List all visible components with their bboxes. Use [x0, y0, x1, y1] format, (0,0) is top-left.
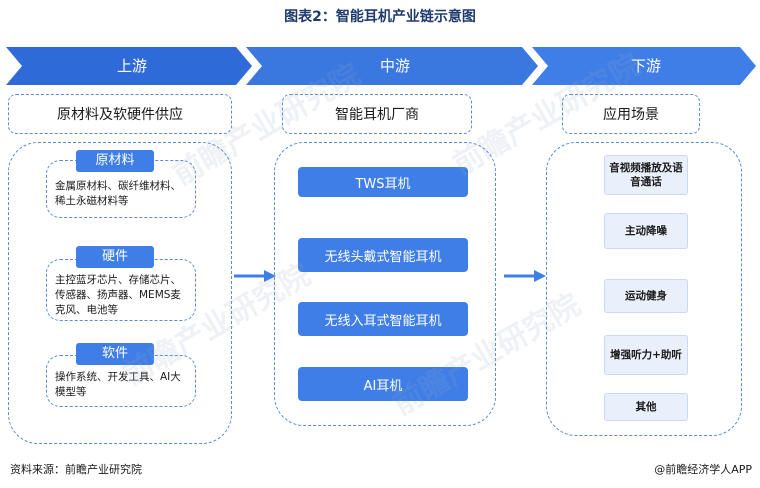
upstream-heading: 原材料及软硬件供应 — [8, 94, 232, 134]
source-note: 资料来源：前瞻产业研究院 — [10, 463, 142, 476]
midstream-item-in-ear: 无线入耳式智能耳机 — [298, 302, 468, 336]
midstream-item-ai: AI耳机 — [298, 367, 468, 401]
upstream-item-hardware: 主控蓝牙芯片、存储芯片、传感器、扬声器、MEMS麦克风、电池等 — [46, 259, 196, 321]
downstream-item-anc: 主动降噪 — [604, 213, 688, 249]
upstream-item-text: 操作系统、开发工具、AI大模型等 — [55, 371, 181, 398]
flow-arrow-icon — [234, 270, 276, 282]
upstream-item-text: 金属原材料、碳纤维材料、稀土永磁材料等 — [55, 180, 181, 207]
downstream-panel — [546, 142, 742, 436]
stage-arrow-upstream — [6, 47, 252, 85]
downstream-item-hearing: 增强听力+助听 — [604, 335, 688, 375]
downstream-item-audio-call: 音视频播放及语音通话 — [604, 155, 688, 195]
brand-label: @前瞻经济学人APP — [654, 463, 752, 476]
upstream-item-text: 主控蓝牙芯片、存储芯片、传感器、扬声器、MEMS麦克风、电池等 — [55, 273, 181, 316]
midstream-heading: 智能耳机厂商 — [282, 94, 472, 134]
downstream-item-other: 其他 — [604, 393, 688, 421]
upstream-tag-raw-materials: 原材料 — [76, 150, 154, 172]
midstream-item-tws: TWS耳机 — [298, 167, 468, 197]
stage-arrow-midstream — [246, 47, 538, 85]
stage-label-midstream: 中游 — [379, 57, 410, 75]
upstream-panel — [8, 142, 232, 444]
upstream-item-raw-materials: 金属原材料、碳纤维材料、稀土永磁材料等 — [46, 160, 196, 218]
stage-arrow-downstream — [532, 47, 756, 85]
flow-arrow-icon — [504, 270, 546, 282]
upstream-tag-software: 软件 — [76, 343, 154, 365]
midstream-panel — [274, 142, 496, 426]
midstream-item-headphone: 无线头戴式智能耳机 — [298, 238, 468, 272]
downstream-item-fitness: 运动健身 — [604, 279, 688, 313]
downstream-heading: 应用场景 — [562, 94, 700, 134]
stage-label-upstream: 上游 — [116, 57, 147, 75]
stage-arrows — [6, 47, 756, 85]
page-title: 图表2：智能耳机产业链示意图 — [284, 9, 476, 25]
stage-label-downstream: 下游 — [630, 57, 661, 75]
upstream-tag-hardware: 硬件 — [76, 246, 154, 268]
